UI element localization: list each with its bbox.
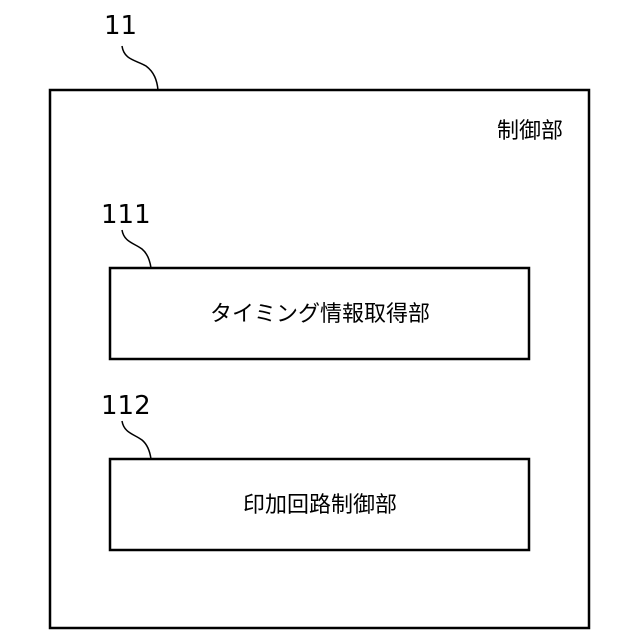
circuit-control-block-leader-line (122, 421, 151, 459)
timing-block-reference-number: 111 (101, 200, 151, 230)
timing-block-leader-line (122, 230, 151, 268)
application-circuit-control-label: 印加回路制御部 (243, 493, 397, 518)
circuit-control-block-reference-number: 112 (101, 391, 151, 421)
timing-info-acquisition-label: タイミング情報取得部 (210, 302, 430, 327)
control-unit-leader-line (122, 46, 158, 90)
control-unit-label: 制御部 (497, 119, 563, 144)
control-unit-reference-number: 11 (104, 11, 137, 41)
